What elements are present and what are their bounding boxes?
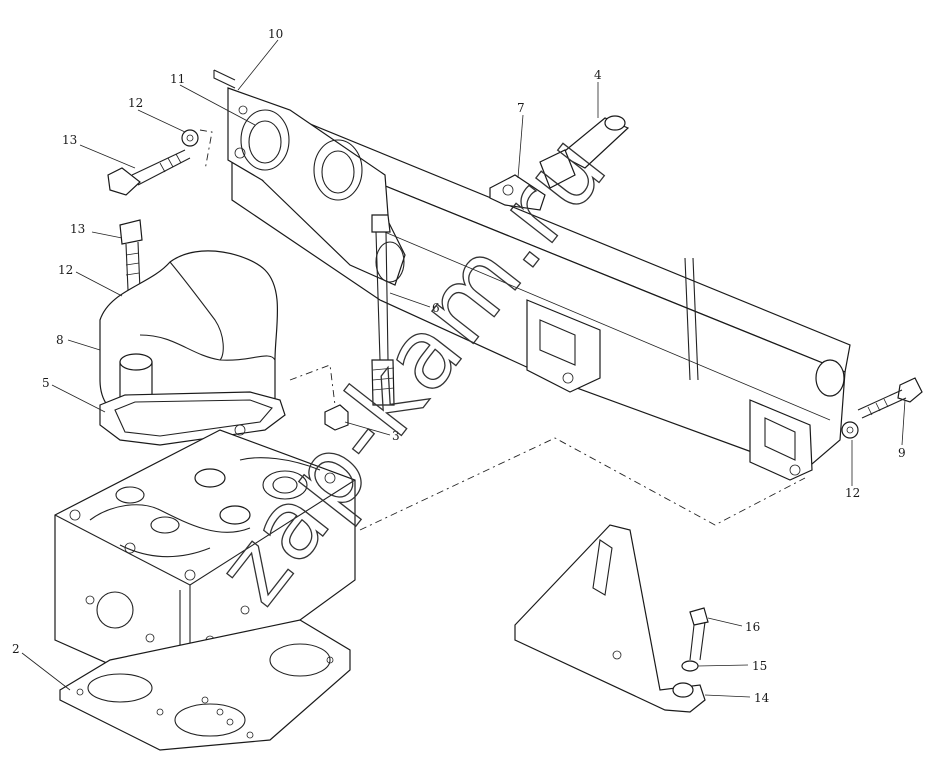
center-line	[359, 437, 806, 531]
callout-11: 11	[170, 72, 185, 86]
callout-8: 8	[56, 333, 64, 347]
sensor-and-bracket	[489, 115, 630, 211]
callout-10: 10	[268, 27, 283, 41]
callout-16: 16	[745, 620, 760, 634]
callout-15: 15	[752, 659, 767, 673]
callout-13-cover: 13	[70, 222, 85, 236]
callout-12-right: 12	[845, 486, 860, 500]
callout-7: 7	[517, 101, 525, 115]
callout-6: 6	[432, 301, 440, 315]
callout-5: 5	[42, 376, 50, 390]
long-bolt	[371, 214, 395, 406]
bolt-upper-left	[107, 129, 213, 196]
callout-2: 2	[12, 642, 20, 656]
callout-13-upper: 13	[62, 133, 77, 147]
callout-3: 3	[392, 429, 400, 443]
callouts: 10 11 4 7 12 13 13 12 8 5 6 3 9 12 2 16 …	[12, 27, 906, 705]
exhaust-manifold	[213, 69, 851, 481]
callout-9: 9	[898, 446, 906, 460]
callout-12-upper: 12	[128, 96, 143, 110]
plug	[289, 364, 349, 431]
callout-14: 14	[754, 691, 770, 705]
bolt-right	[841, 377, 923, 439]
head-gasket	[59, 619, 351, 751]
callout-12-cover: 12	[58, 263, 73, 277]
cover-gasket	[99, 391, 286, 446]
bracket	[514, 524, 709, 713]
leader-lines	[21, 39, 906, 698]
callout-4: 4	[594, 68, 602, 82]
